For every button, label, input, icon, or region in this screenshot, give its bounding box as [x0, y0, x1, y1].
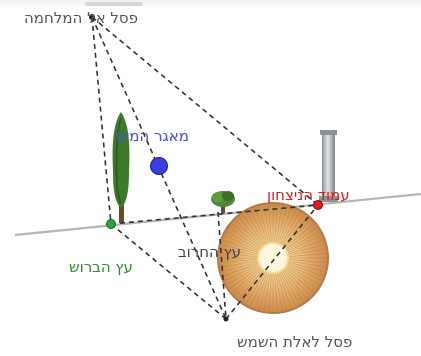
- point-sun-statue[interactable]: [223, 316, 229, 322]
- sun-ray: [276, 206, 288, 243]
- sun-ray: [274, 205, 278, 243]
- sun-ray: [242, 214, 265, 246]
- sun-ray: [229, 227, 261, 250]
- sun-ray: [246, 211, 266, 245]
- sun-ray: [288, 243, 325, 255]
- sun-ray: [224, 264, 259, 281]
- sun-ray: [286, 231, 320, 251]
- label-carob-tree: עץ החרוב: [178, 243, 242, 261]
- sun-ray: [288, 253, 326, 257]
- sun-ray: [286, 265, 320, 285]
- sun-ray: [280, 271, 300, 305]
- victory-column-image: [319, 130, 338, 202]
- point-cypress[interactable]: [106, 219, 116, 229]
- sun-ray: [287, 263, 323, 277]
- sun-ray: [258, 206, 270, 243]
- sun-ray: [287, 235, 322, 252]
- sun-ray: [288, 260, 326, 268]
- sun-ray: [287, 239, 323, 253]
- sun-ray: [287, 264, 322, 281]
- sun-ray: [279, 209, 296, 244]
- sun-ray: [238, 270, 263, 299]
- sun-goddess-statue-image: [217, 202, 329, 314]
- sun-ray: [268, 205, 272, 243]
- sun-ray: [285, 223, 314, 248]
- sun-ray: [276, 273, 288, 310]
- sun-ray: [254, 208, 268, 244]
- sun-ray: [288, 248, 326, 256]
- sun-ray: [280, 211, 300, 245]
- sun-ray: [284, 269, 311, 296]
- drag-handle[interactable]: [85, 2, 143, 6]
- sun-ray: [246, 271, 266, 305]
- label-water-reservoir: מאגר המים: [116, 127, 189, 145]
- sun-ray: [223, 239, 259, 253]
- line-sun-to-victory: [225, 204, 319, 320]
- sun-ray: [235, 269, 262, 296]
- sun-ray: [285, 268, 314, 293]
- sun-ray: [281, 214, 304, 246]
- sun-ray: [263, 205, 271, 243]
- sun-ray: [279, 272, 296, 307]
- sun-ray: [281, 270, 304, 302]
- sun-ray: [226, 231, 260, 251]
- sun-ray: [221, 243, 258, 255]
- sun-ray: [283, 270, 308, 299]
- sun-ray: [235, 220, 262, 247]
- sun-ray: [238, 217, 263, 246]
- sun-ray: [263, 273, 271, 311]
- sun-ray: [223, 263, 259, 277]
- sun-ray: [220, 260, 258, 268]
- sun-ray: [220, 259, 258, 263]
- sun-ray: [268, 273, 272, 311]
- sun-ray: [278, 272, 292, 308]
- line-war-to-victory: [91, 16, 319, 206]
- sun-ray: [250, 209, 267, 244]
- sun-ray: [229, 266, 261, 289]
- sun-ray: [275, 273, 283, 311]
- label-victory-column: עמוד הניצחון: [267, 186, 350, 204]
- sun-ray: [254, 272, 268, 308]
- cypress-tree-image: [112, 112, 130, 223]
- point-war-statue[interactable]: [89, 14, 95, 20]
- sun-ray: [278, 208, 292, 244]
- sun-ray: [250, 272, 267, 307]
- point-victory[interactable]: [313, 200, 323, 210]
- label-war-statue: פסל אל המלחמה: [24, 9, 139, 27]
- sun-ray: [232, 268, 261, 293]
- sun-ray: [285, 227, 317, 250]
- sun-ray: [220, 248, 258, 256]
- sun-ray: [221, 261, 258, 273]
- sun-ray: [285, 266, 317, 289]
- sun-ray: [226, 265, 260, 285]
- sun-ray: [288, 261, 325, 273]
- line-cypress-to-victory: [110, 204, 319, 225]
- label-cypress-tree: עץ הברוש: [69, 258, 133, 276]
- sun-ray: [283, 217, 308, 246]
- sun-ray: [274, 273, 278, 311]
- carob-tree-image: [211, 191, 235, 213]
- line-cypress-to-sun: [110, 223, 227, 320]
- label-sun-goddess-statue: פסל לאלת השמש: [237, 333, 353, 351]
- sun-ray: [224, 235, 259, 252]
- window-top-strip: [0, 0, 421, 9]
- sun-ray: [232, 223, 261, 248]
- sun-ray: [288, 259, 326, 263]
- sun-ray: [275, 205, 283, 243]
- sun-ray: [258, 273, 270, 310]
- line-war-to-cypress: [91, 16, 112, 225]
- sun-ray: [220, 253, 258, 257]
- point-water[interactable]: [150, 157, 168, 175]
